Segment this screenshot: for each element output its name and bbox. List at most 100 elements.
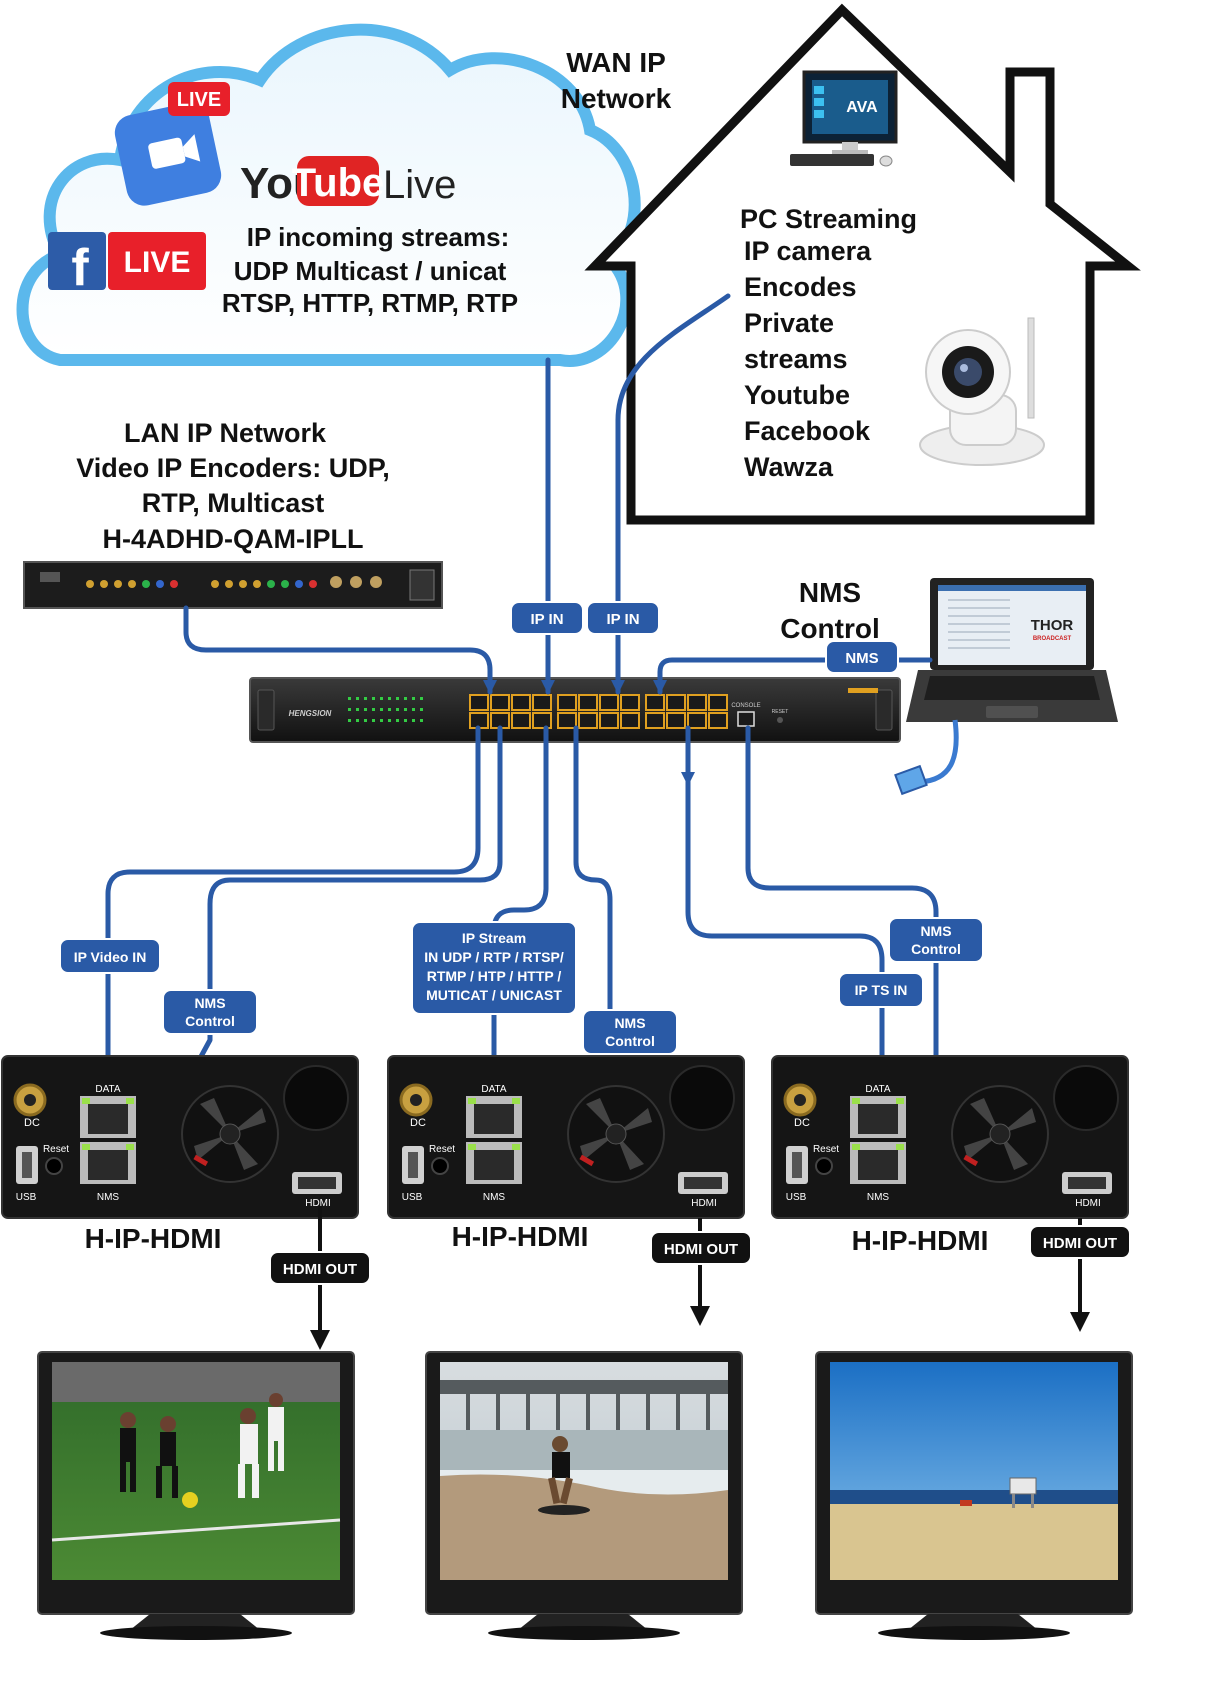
label-ip-in-1-text: IP IN bbox=[530, 611, 563, 628]
switch-brand: HENGSION bbox=[289, 709, 332, 718]
label-nms-control-1-line-2: Control bbox=[185, 1013, 235, 1029]
cloud-line-1: IP incoming streams: bbox=[247, 222, 510, 252]
network-switch: HENGSION CONSOLE RESET bbox=[249, 677, 901, 743]
house-line-1: PC Streaming bbox=[740, 204, 917, 234]
wan-line-1: WAN IP bbox=[566, 47, 666, 78]
skimboarder bbox=[538, 1436, 590, 1515]
youtube-tube: Tube bbox=[292, 161, 385, 205]
label-ip-stream-line-4: MUTICAT / UNICAST bbox=[426, 987, 562, 1003]
wan-line-2: Network bbox=[561, 83, 672, 114]
decoder-2: DC USB Reset DATA NMS HDMI bbox=[387, 1055, 745, 1219]
nms-control-line-1: NMS bbox=[799, 577, 861, 608]
lan-line-1: LAN IP Network bbox=[124, 418, 327, 448]
label-ip-ts-in: IP TS IN bbox=[838, 972, 924, 1008]
decoder-3-dc-label: DC bbox=[794, 1117, 810, 1129]
decoder-3-hdmi-label: HDMI bbox=[1075, 1198, 1101, 1209]
decoder-2-nms-label: NMS bbox=[483, 1192, 506, 1203]
label-nms-control-1-line-1: NMS bbox=[194, 995, 225, 1011]
decoder-1-model: H-IP-HDMI bbox=[85, 1223, 222, 1254]
lan-line-2: Video IP Encoders: UDP, bbox=[76, 453, 390, 483]
house-line-4: Private bbox=[744, 308, 834, 338]
tv-1 bbox=[37, 1351, 355, 1640]
decoder-1-dc-label: DC bbox=[24, 1117, 40, 1129]
label-ip-stream: IP Stream IN UDP / RTP / RTSP/ RTMP / HT… bbox=[411, 921, 577, 1015]
hdmi-out-label-2: HDMI OUT bbox=[650, 1231, 752, 1265]
label-ip-ts-in-text: IP TS IN bbox=[855, 982, 908, 998]
cloud-text: IP incoming streams: UDP Multicast / uni… bbox=[222, 222, 518, 318]
facebook-icon: f bbox=[71, 239, 89, 297]
decoder-1: DC USB Reset DATA NMS HDMI bbox=[1, 1055, 359, 1219]
laptop-icon: THOR BROADCAST bbox=[906, 578, 1118, 722]
decoder-2-data-label: DATA bbox=[481, 1084, 507, 1095]
cable-house-switch bbox=[615, 293, 731, 695]
cable-switch-decoder1-nms bbox=[133, 725, 503, 1179]
lan-line-3: RTP, Multicast bbox=[142, 488, 325, 518]
wan-label: WAN IP Network bbox=[561, 47, 672, 114]
decoder-1-reset-label: Reset bbox=[43, 1144, 69, 1155]
lan-text: LAN IP Network Video IP Encoders: UDP, R… bbox=[76, 418, 390, 554]
switch-reset-label: RESET bbox=[772, 709, 789, 715]
label-nms: NMS bbox=[825, 640, 899, 674]
lan-line-4: H-4ADHD-QAM-IPLL bbox=[103, 524, 364, 554]
hdmi-out-label-1: HDMI OUT bbox=[269, 1251, 371, 1285]
house-line-3: Encodes bbox=[744, 272, 857, 302]
live-badge: LIVE bbox=[168, 82, 230, 116]
cable-switch-decoder3-data bbox=[685, 725, 885, 1063]
rj45-plug-icon bbox=[894, 719, 959, 796]
label-nms-control-2-line-1: NMS bbox=[614, 1015, 645, 1031]
soccer-players bbox=[120, 1393, 284, 1508]
laptop-brand-sub: BROADCAST bbox=[1033, 636, 1072, 642]
decoder-3-reset-label: Reset bbox=[813, 1144, 839, 1155]
cloud-line-3: RTSP, HTTP, RTMP, RTP bbox=[222, 288, 518, 318]
live-badge-text: LIVE bbox=[177, 89, 221, 111]
ip-camera-icon bbox=[919, 317, 1045, 466]
label-ip-stream-line-2: IN UDP / RTP / RTSP/ bbox=[424, 949, 564, 965]
hdmi-arrows bbox=[310, 1306, 1090, 1350]
decoder-1-data-label: DATA bbox=[95, 1084, 121, 1095]
label-nms-control-2: NMS Control bbox=[582, 1009, 678, 1055]
switch-console-label: CONSOLE bbox=[731, 703, 760, 709]
lifeguard-tower bbox=[960, 1477, 1037, 1508]
nms-control-line-2: Control bbox=[780, 613, 880, 644]
label-ip-video-in: IP Video IN bbox=[59, 938, 161, 974]
label-ip-stream-line-3: RTMP / HTP / HTTP / bbox=[427, 968, 562, 984]
decoder-3-usb-label: USB bbox=[786, 1192, 807, 1203]
encoder-rack bbox=[23, 561, 443, 609]
label-nms-text: NMS bbox=[845, 650, 878, 667]
tv-3 bbox=[815, 1351, 1133, 1640]
tv-2 bbox=[425, 1351, 743, 1640]
hdmi-out-label-3: HDMI OUT bbox=[1029, 1225, 1131, 1259]
house-line-5: streams bbox=[744, 344, 848, 374]
label-nms-control-2-line-2: Control bbox=[605, 1033, 655, 1049]
label-ip-stream-line-1: IP Stream bbox=[462, 930, 526, 946]
hdmi-out-label-3-text: HDMI OUT bbox=[1043, 1235, 1117, 1252]
desktop-pc-icon: AVA bbox=[790, 70, 898, 167]
hdmi-out-label-2-text: HDMI OUT bbox=[664, 1241, 738, 1258]
decoder-2-hdmi-label: HDMI bbox=[691, 1198, 717, 1209]
cloud-line-2: UDP Multicast / unicat bbox=[234, 256, 507, 286]
decoder-2-dc-label: DC bbox=[410, 1117, 426, 1129]
decoder-2-model: H-IP-HDMI bbox=[452, 1221, 589, 1252]
laptop-brand: THOR bbox=[1031, 617, 1074, 634]
decoder-3-model: H-IP-HDMI bbox=[852, 1225, 989, 1256]
decoder-3: DC USB Reset DATA NMS HDMI bbox=[771, 1055, 1129, 1219]
label-ip-in-1: IP IN bbox=[510, 601, 584, 635]
youtube-live-logo: You Tube Live bbox=[240, 156, 456, 208]
label-ip-in-2-text: IP IN bbox=[606, 611, 639, 628]
video-app-icon bbox=[114, 102, 222, 206]
decoder-2-reset-label: Reset bbox=[429, 1144, 455, 1155]
label-ip-in-2: IP IN bbox=[586, 601, 660, 635]
house-line-6: Youtube bbox=[744, 380, 850, 410]
cable-encoder-switch bbox=[183, 605, 493, 695]
house-text: PC Streaming IP camera Encodes Private s… bbox=[740, 204, 917, 482]
house-line-2: IP camera bbox=[744, 236, 872, 266]
label-nms-control-3-line-2: Control bbox=[911, 941, 961, 957]
label-nms-control-3-line-1: NMS bbox=[920, 923, 951, 939]
label-ip-video-in-text: IP Video IN bbox=[74, 949, 147, 965]
decoder-1-usb-label: USB bbox=[16, 1192, 37, 1203]
decoder-3-data-label: DATA bbox=[865, 1084, 891, 1095]
house-line-8: Wawza bbox=[744, 452, 834, 482]
facebook-live-logo: f LIVE bbox=[48, 232, 206, 297]
decoder-3-nms-label: NMS bbox=[867, 1192, 890, 1203]
